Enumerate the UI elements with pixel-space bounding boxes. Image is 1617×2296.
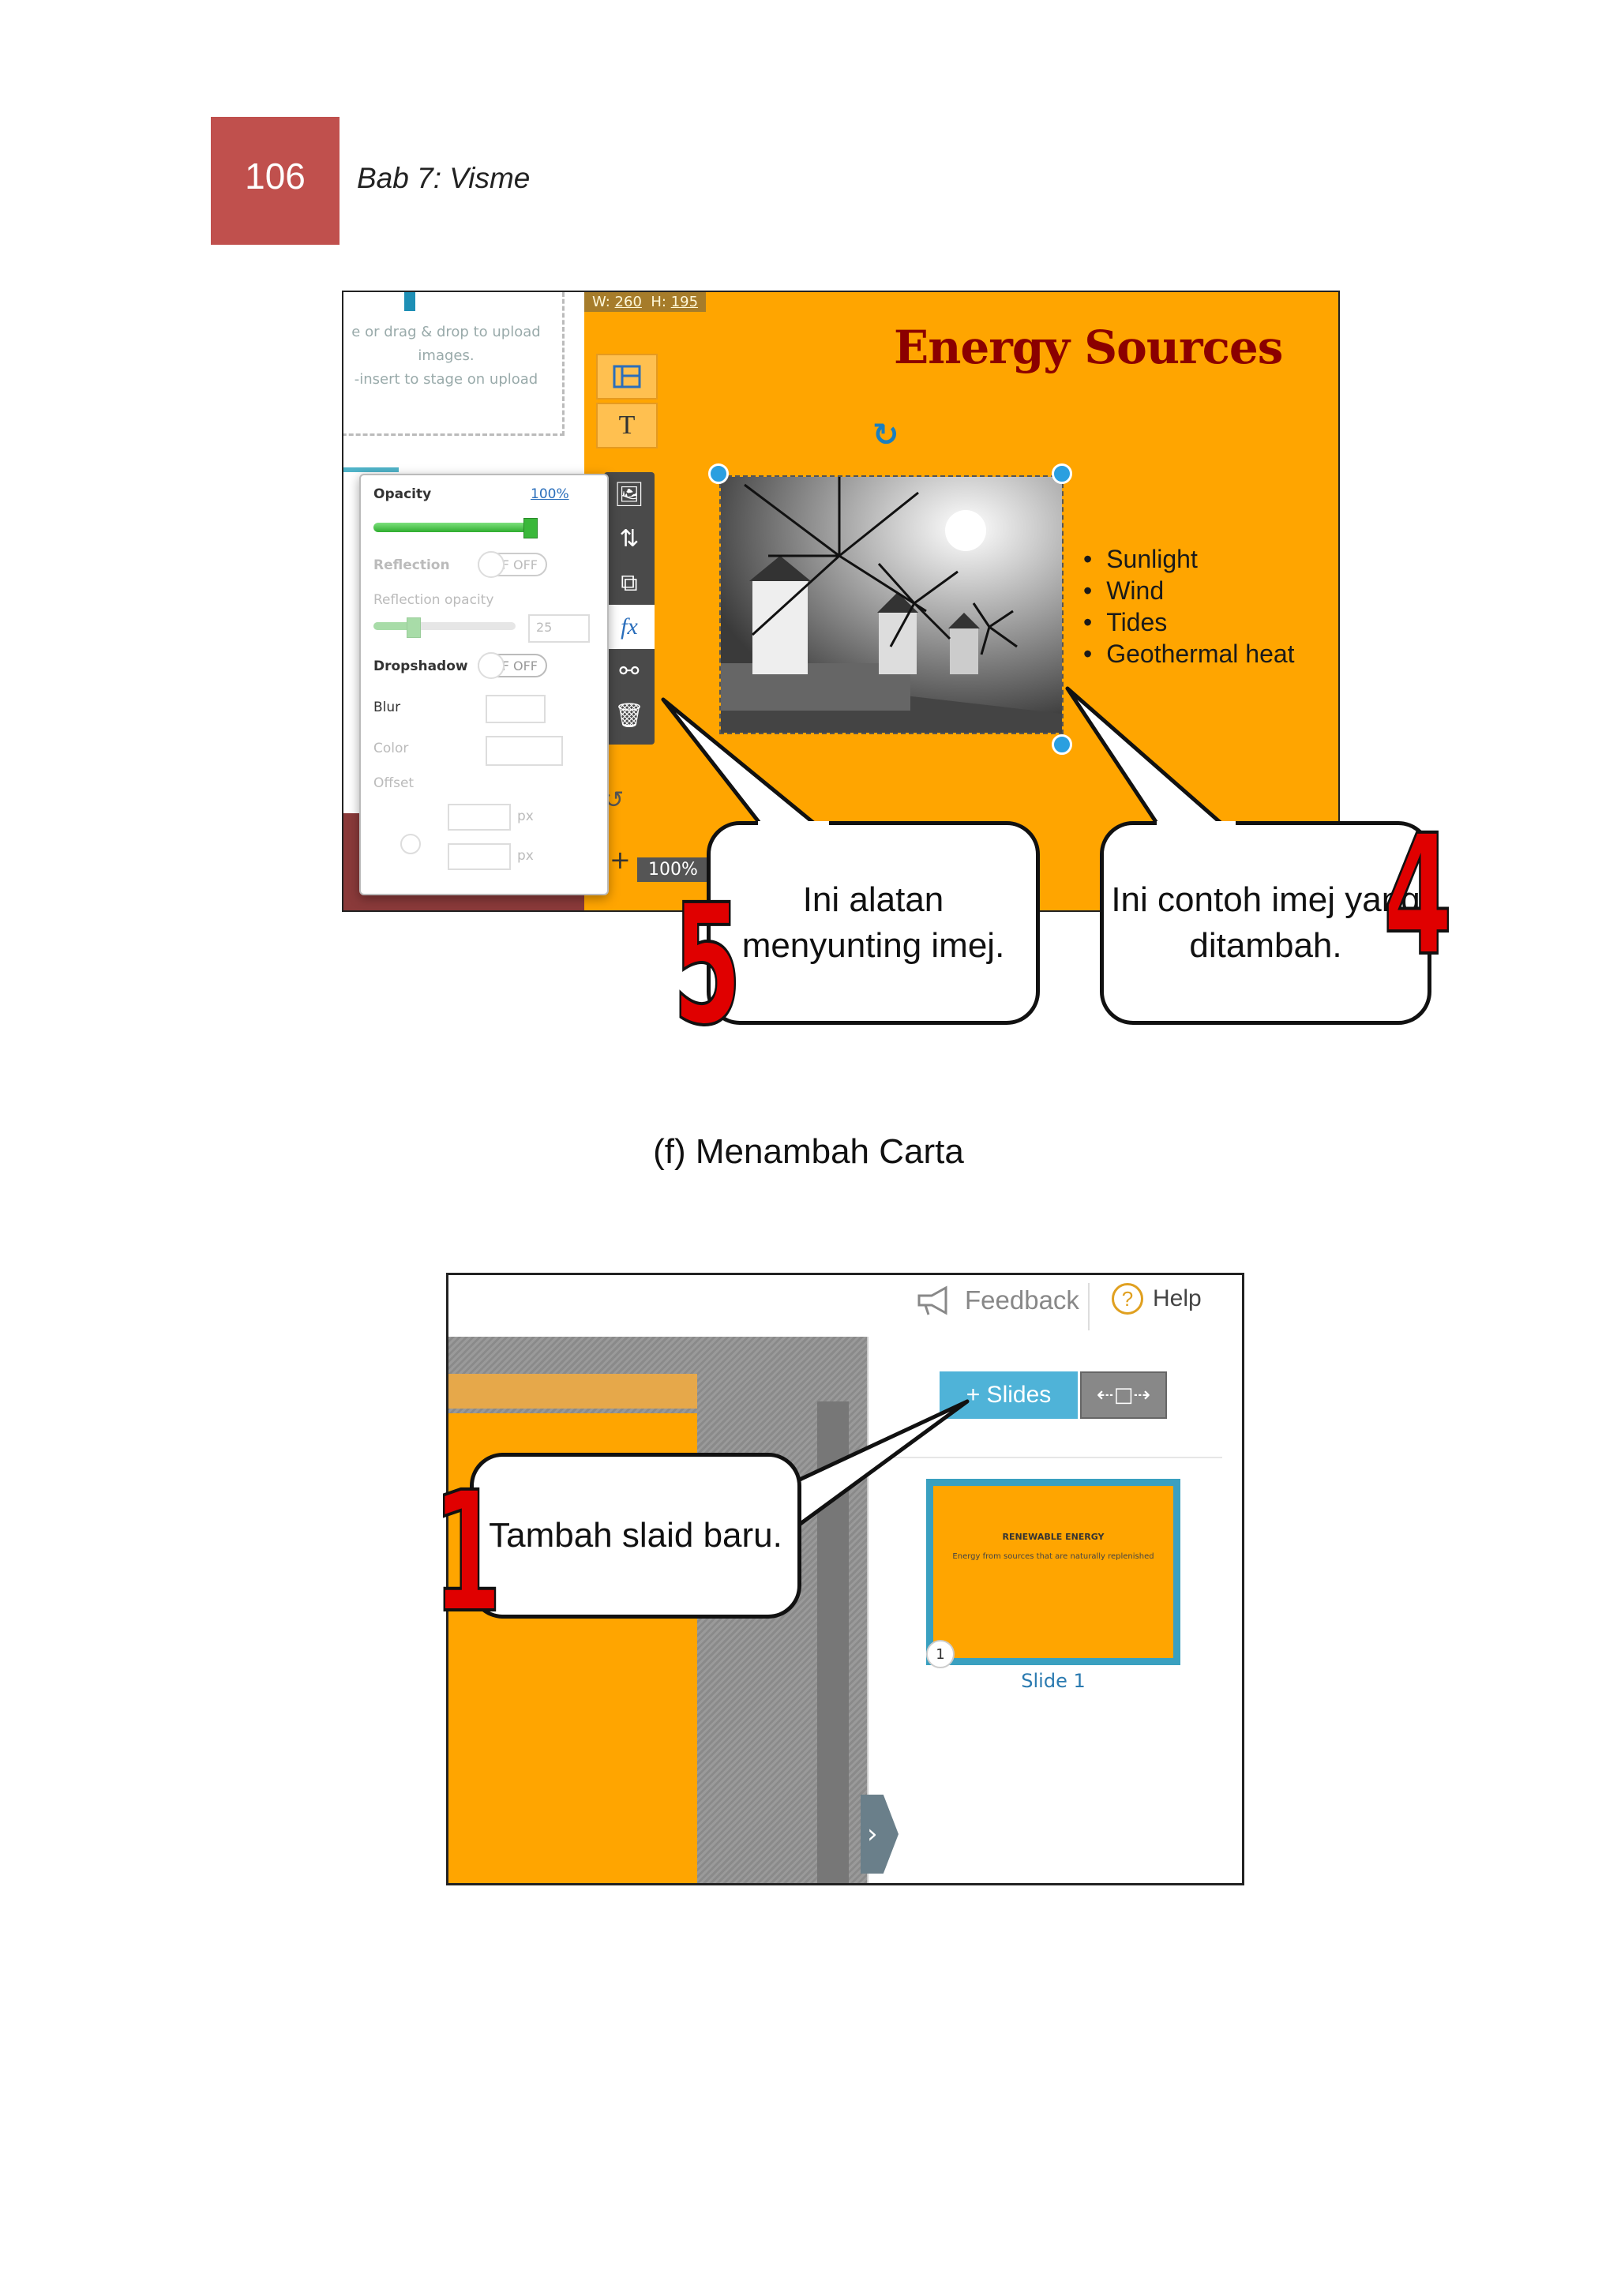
reflection-toggle[interactable]: F OFF [478,551,547,578]
opacity-slider[interactable] [373,523,530,532]
size-readout: W: 260 H: 195 [584,292,707,312]
upload-hint: e or drag & drop to upload [351,324,541,340]
megaphone-icon [917,1285,947,1315]
slide-header-strip [448,1374,697,1409]
feedback-link[interactable]: Feedback [914,1283,1079,1318]
figure-caption: (f) Menambah Carta [653,1132,964,1171]
windmill-image [721,477,1062,733]
layout-icon [613,365,641,388]
blur-label: Blur [373,700,401,715]
duplicate-icon[interactable]: ⧉ [621,568,638,597]
callout-add-slide: Tambah slaid baru. [470,1453,801,1619]
chapter-title: Bab 7: Visme [357,162,531,194]
bullet-list[interactable]: Sunlight Wind Tides Geothermal heat [1083,543,1295,670]
thumb-text: Energy from sources that are naturally r… [952,1552,1154,1561]
px-unit: px [517,808,534,824]
color-label: Color [373,741,409,756]
bullet-item: Geothermal heat [1083,638,1294,670]
callout-editing-tools: Ini alatan menyunting imej. [707,821,1040,1025]
offset-x-input[interactable] [448,804,511,831]
help-link[interactable]: ? Help [1112,1283,1202,1315]
offset-y-input[interactable] [448,843,511,870]
resize-handle[interactable] [708,463,729,484]
bullet-item: Sunlight [1083,543,1295,575]
px-unit: px [517,848,534,864]
reflection-opacity-slider[interactable] [373,622,516,630]
link-icon[interactable]: ⚯ [619,657,640,685]
step-number-1: 1 [432,1456,503,1649]
left-toolbar: T [596,354,662,910]
slide-thumbnail[interactable]: RENEWABLE ENERGY Energy from sources tha… [926,1479,1180,1665]
reflection-opacity-input[interactable]: 25 [528,614,590,643]
text-icon: T [618,411,636,440]
arrange-icon[interactable]: ⇅ [619,524,640,553]
reflection-opacity-handle[interactable] [407,617,421,638]
resize-handle[interactable] [1052,734,1072,755]
figure-image-editing: e or drag & drop to upload images. -inse… [342,291,1340,912]
toolbar-divider [1088,1283,1090,1330]
callout-pointer-fill [758,821,1236,827]
windmill-photo[interactable] [719,475,1064,734]
zoom-in-icon[interactable]: + [610,845,631,875]
opacity-value[interactable]: 100% [531,486,569,502]
image-edit-toolbar: 🖼 ⇅ ⧉ fx ⚯ 🗑 [604,472,655,745]
opacity-label: Opacity [373,486,432,502]
text-tool-button[interactable]: T [596,403,658,448]
callout-added-image: Ini contoh imej yang ditambah. [1100,821,1431,1025]
effects-icon[interactable]: fx [604,605,655,649]
transition-icon: ⇠□⇢ [1096,1383,1151,1407]
upload-dropzone[interactable]: e or drag & drop to upload images. -inse… [343,292,565,436]
layout-tool-button[interactable] [596,354,658,400]
page-number: 106 [211,117,340,245]
callout-pointer-2 [787,1399,970,1534]
dropshadow-label: Dropshadow [373,658,468,674]
rotate-handle-icon[interactable]: ↻ [872,417,899,453]
slide-title[interactable]: Energy Sources [894,321,1283,374]
bullet-item: Tides [1083,606,1295,638]
bullet-item: Wind [1083,575,1295,606]
upload-hint: images. [418,347,475,364]
offset-label: Offset [373,775,415,791]
offset-angle-dial[interactable] [400,834,421,854]
blur-input[interactable] [486,695,546,723]
zoom-level[interactable]: 100% [637,857,709,882]
slide-transition-button[interactable]: ⇠□⇢ [1080,1371,1167,1419]
panel-divider [891,1457,1222,1458]
panel-tab-indicator [343,467,399,472]
color-picker[interactable] [486,736,563,766]
upload-progress [404,292,415,311]
step-number-4: 4 [1383,799,1454,992]
add-slides-button[interactable]: + Slides [940,1371,1078,1419]
reflection-opacity-label: Reflection opacity [373,592,494,608]
thumb-title: RENEWABLE ENERGY [1002,1532,1105,1542]
slide-label: Slide 1 [1021,1670,1086,1692]
replace-image-icon[interactable]: 🖼 [613,480,645,508]
help-icon: ? [1112,1283,1143,1315]
trash-icon[interactable]: 🗑 [613,701,645,730]
upload-hint: -insert to stage on upload [354,371,538,388]
slide-number-badge: 1 [926,1640,955,1668]
effects-properties-panel: Opacity 100% Reflection F OFF Reflection… [359,474,609,895]
reflection-label: Reflection [373,557,450,573]
step-number-5: 5 [672,869,743,1062]
opacity-slider-handle[interactable] [523,518,538,538]
dropshadow-toggle[interactable]: F OFF [478,652,547,679]
resize-handle[interactable] [1052,463,1072,484]
